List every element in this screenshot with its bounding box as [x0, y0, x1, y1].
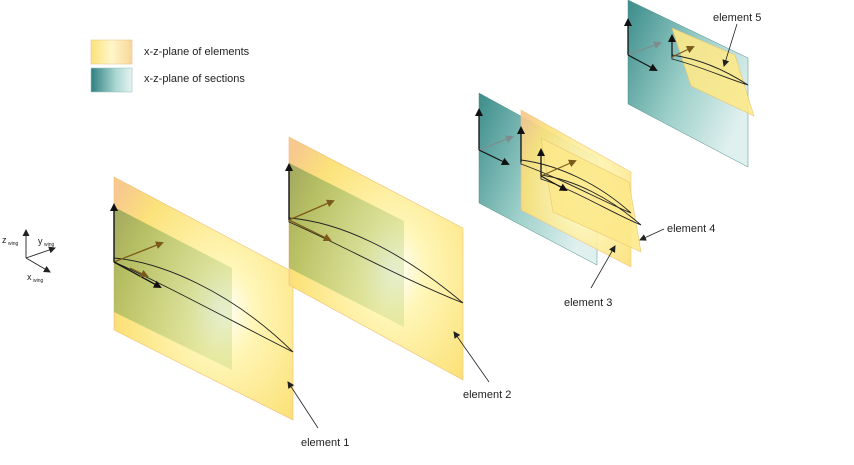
element-1-y-arrow [113, 241, 164, 263]
y-axis-arrow [25, 246, 56, 259]
element-5-group [624, 0, 755, 168]
element-3-y-arrow [478, 135, 514, 151]
element-labels: element 1 element 2 element 3 element 4 … [287, 12, 761, 449]
element-5-leader [722, 23, 738, 67]
element-2-leader [453, 331, 490, 383]
legend: x-z-plane of elements x-z-plane of secti… [90, 39, 250, 93]
x-axis-label: x [27, 272, 32, 282]
wing-axes: z wing y wing x wing [2, 229, 56, 284]
legend-label-elements: x-z-plane of elements [144, 46, 250, 58]
legend-label-sections: x-z-plane of sections [144, 73, 245, 85]
element-2-label: element 2 [463, 389, 511, 401]
element-1-airfoil [113, 257, 294, 353]
element-2-y-arrow [288, 199, 335, 221]
element-2-group [285, 136, 464, 381]
element-3-leader [590, 245, 616, 289]
element-2-airfoil [288, 217, 464, 304]
element-1-x-arrow [113, 261, 162, 288]
element-5-y-arrow [627, 41, 662, 56]
element-5-x-arrow [627, 54, 658, 71]
legend-swatch-section-plane [90, 67, 133, 93]
z-axis-subscript: wing [8, 241, 19, 247]
element-4-x-arrow [540, 175, 568, 191]
element-1-label: element 1 [301, 437, 349, 449]
element-5-label: element 5 [713, 12, 761, 24]
element-4-leader [639, 228, 665, 241]
element-5-airfoil [671, 54, 749, 86]
element-1-group [110, 176, 294, 421]
element-1-leader [287, 381, 319, 429]
element-3-4-group [475, 92, 642, 268]
x-axis-subscript: wing [33, 278, 44, 284]
legend-swatch-element-plane [90, 39, 133, 65]
x-axis-arrow [25, 257, 51, 273]
element-3-x-arrow [478, 149, 510, 165]
element-2-x-arrow [288, 219, 332, 241]
element-5-y2-arrow [671, 45, 695, 58]
z-axis-label: z [2, 235, 7, 245]
element-1-x2-arrow [129, 267, 149, 278]
y-axis-label: y [38, 236, 43, 246]
y-axis-subscript: wing [44, 242, 55, 248]
element-4-y-arrow [540, 159, 577, 177]
element-1-section-plane [114, 207, 232, 370]
element-3-label: element 3 [564, 297, 612, 309]
element-4-label: element 4 [667, 223, 715, 235]
element-2-section-plane [289, 163, 404, 327]
